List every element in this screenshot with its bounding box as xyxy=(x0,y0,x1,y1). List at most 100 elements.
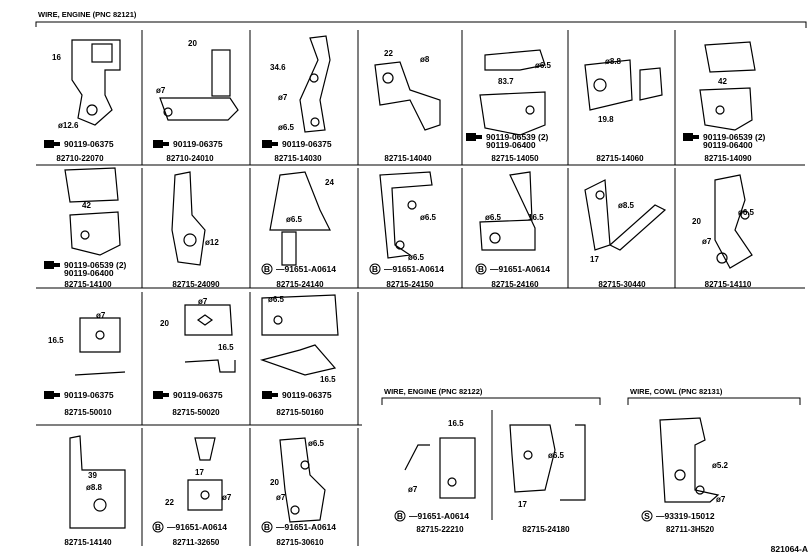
part-number-c1: 82710-22070 xyxy=(56,154,104,163)
part-number-c11: 82715-24150 xyxy=(386,280,434,289)
fastener-number: —93319-15012 xyxy=(656,511,715,521)
part-number-c18: 82715-14140 xyxy=(64,538,112,547)
bolt-icon xyxy=(683,133,693,141)
dimension-label: ø6.5 xyxy=(408,253,425,262)
fastener-number: 90119-06375 xyxy=(64,139,114,149)
dimension-label: ø6.5 xyxy=(268,295,285,304)
dimension-label: ø7 xyxy=(408,485,418,494)
bolt-shank-icon xyxy=(163,393,169,397)
clamp-code: B xyxy=(155,522,161,532)
bolt-shank-icon xyxy=(476,135,482,139)
dimension-label: 17 xyxy=(590,255,599,264)
dimension-label: ø8.8 xyxy=(605,57,622,66)
dimension-label: 83.7 xyxy=(498,77,514,86)
dimension-label: ø6.5 xyxy=(278,123,295,132)
dimension-label: ø6.5 xyxy=(548,451,565,460)
part-number-c20: 82715-30610 xyxy=(276,538,324,547)
dimension-label: ø6.5 xyxy=(420,213,437,222)
dimension-label: ø6.5 xyxy=(535,61,552,70)
fastener-number: 90119-06400 xyxy=(703,140,753,150)
clamp-code-circle-icon xyxy=(261,263,273,275)
dimension-label: ø8.8 xyxy=(86,483,103,492)
part-number-c16: 82715-50020 xyxy=(172,408,220,417)
fastener-number: 90119-06400 xyxy=(486,140,536,150)
clamp-code-circle-icon xyxy=(152,521,164,533)
part-number-c23: 82711-3H520 xyxy=(666,525,715,534)
dimension-label: ø12 xyxy=(205,238,219,247)
dimension-label: 17 xyxy=(518,500,527,509)
dimension-label: ø7 xyxy=(198,297,208,306)
dimension-label: 16.5 xyxy=(528,213,544,222)
labels-layer: 82710-22070 16 ø12.6 90119-06375 82710-24010… xyxy=(44,39,766,547)
clamp-code-circle-icon xyxy=(394,510,406,522)
part-number-c2: 82710-24010 xyxy=(166,154,214,163)
fastener-number: —91651-A0614 xyxy=(409,511,469,521)
group-title-82121: WIRE, ENGINE (PNC 82121) xyxy=(38,10,137,19)
dimension-label: ø7 xyxy=(716,495,726,504)
clamp-code: B xyxy=(478,264,484,274)
drawing-id: 821064-A xyxy=(771,544,808,554)
fastener-number: 90119-06375 xyxy=(64,390,114,400)
fastener-number: 90119-06375 xyxy=(173,390,223,400)
dimension-label: ø8.5 xyxy=(618,201,635,210)
part-number-c21: 82715-22210 xyxy=(416,525,464,534)
fastener-number: 90119-06375 xyxy=(282,139,332,149)
dimension-label: ø5.2 xyxy=(712,461,729,470)
dimension-label: 22 xyxy=(165,498,174,507)
fastener-number: —91651-A0614 xyxy=(384,264,444,274)
bolt-shank-icon xyxy=(54,263,60,267)
bolt-icon xyxy=(262,140,272,148)
dimension-label: 20 xyxy=(160,319,169,328)
part-number-c4: 82715-14040 xyxy=(384,154,432,163)
bolt-icon xyxy=(262,391,272,399)
fastener-number: 90119-06539 (2) xyxy=(64,260,127,270)
part-number-c19: 82711-32650 xyxy=(173,538,220,547)
bolt-shank-icon xyxy=(693,135,699,139)
part-number-c8: 82715-14100 xyxy=(64,280,112,289)
bolt-icon xyxy=(44,261,54,269)
part-number-c13: 82715-30440 xyxy=(598,280,646,289)
group-bracket-82121 xyxy=(35,21,807,28)
bolt-icon xyxy=(153,140,163,148)
bolt-shank-icon xyxy=(54,142,60,146)
bolt-shank-icon xyxy=(163,142,169,146)
clamp-code: S xyxy=(644,511,650,521)
fastener-number: 90119-06539 (2) xyxy=(486,132,549,142)
group-bracket-82122 xyxy=(381,397,601,405)
part-number-c14: 82715-14110 xyxy=(705,280,752,289)
dimension-label: ø6.5 xyxy=(308,439,325,448)
dimension-label: ø8 xyxy=(420,55,430,64)
fastener-number: —91651-A0614 xyxy=(490,264,550,274)
clamp-code: B xyxy=(397,511,403,521)
dimension-label: ø12.6 xyxy=(58,121,79,130)
dimension-label: 16.5 xyxy=(218,343,234,352)
dimension-label: 20 xyxy=(692,217,701,226)
group-bracket-82131 xyxy=(627,397,801,405)
bolt-icon xyxy=(466,133,476,141)
dimension-label: ø7 xyxy=(156,86,166,95)
group-title-82122: WIRE, ENGINE (PNC 82122) xyxy=(384,387,483,396)
dimension-label: 19.8 xyxy=(598,115,614,124)
part-number-c15: 82715-50010 xyxy=(64,408,112,417)
dimension-label: 24 xyxy=(325,178,334,187)
dimension-label: 22 xyxy=(384,49,393,58)
bolt-icon xyxy=(44,140,54,148)
clamp-code-circle-icon xyxy=(641,510,653,522)
dimension-label: ø7 xyxy=(276,493,286,502)
clamp-code: B xyxy=(264,264,270,274)
fastener-number: 90119-06400 xyxy=(64,268,114,278)
fastener-number: 90119-06539 (2) xyxy=(703,132,766,142)
fastener-number: —91651-A0614 xyxy=(276,264,336,274)
part-number-c12: 82715-24160 xyxy=(491,280,539,289)
dimension-label: 42 xyxy=(82,201,91,210)
dimension-label: 20 xyxy=(188,39,197,48)
dimension-label: ø7 xyxy=(96,311,106,320)
bolt-shank-icon xyxy=(272,142,278,146)
part-number-c22: 82715-24180 xyxy=(522,525,570,534)
dimension-label: 16 xyxy=(52,53,61,62)
bolt-icon xyxy=(44,391,54,399)
dimension-label: 34.6 xyxy=(270,63,286,72)
part-sketches xyxy=(64,35,756,529)
part-number-c3: 82715-14030 xyxy=(274,154,322,163)
dimension-label: 16.5 xyxy=(448,419,464,428)
